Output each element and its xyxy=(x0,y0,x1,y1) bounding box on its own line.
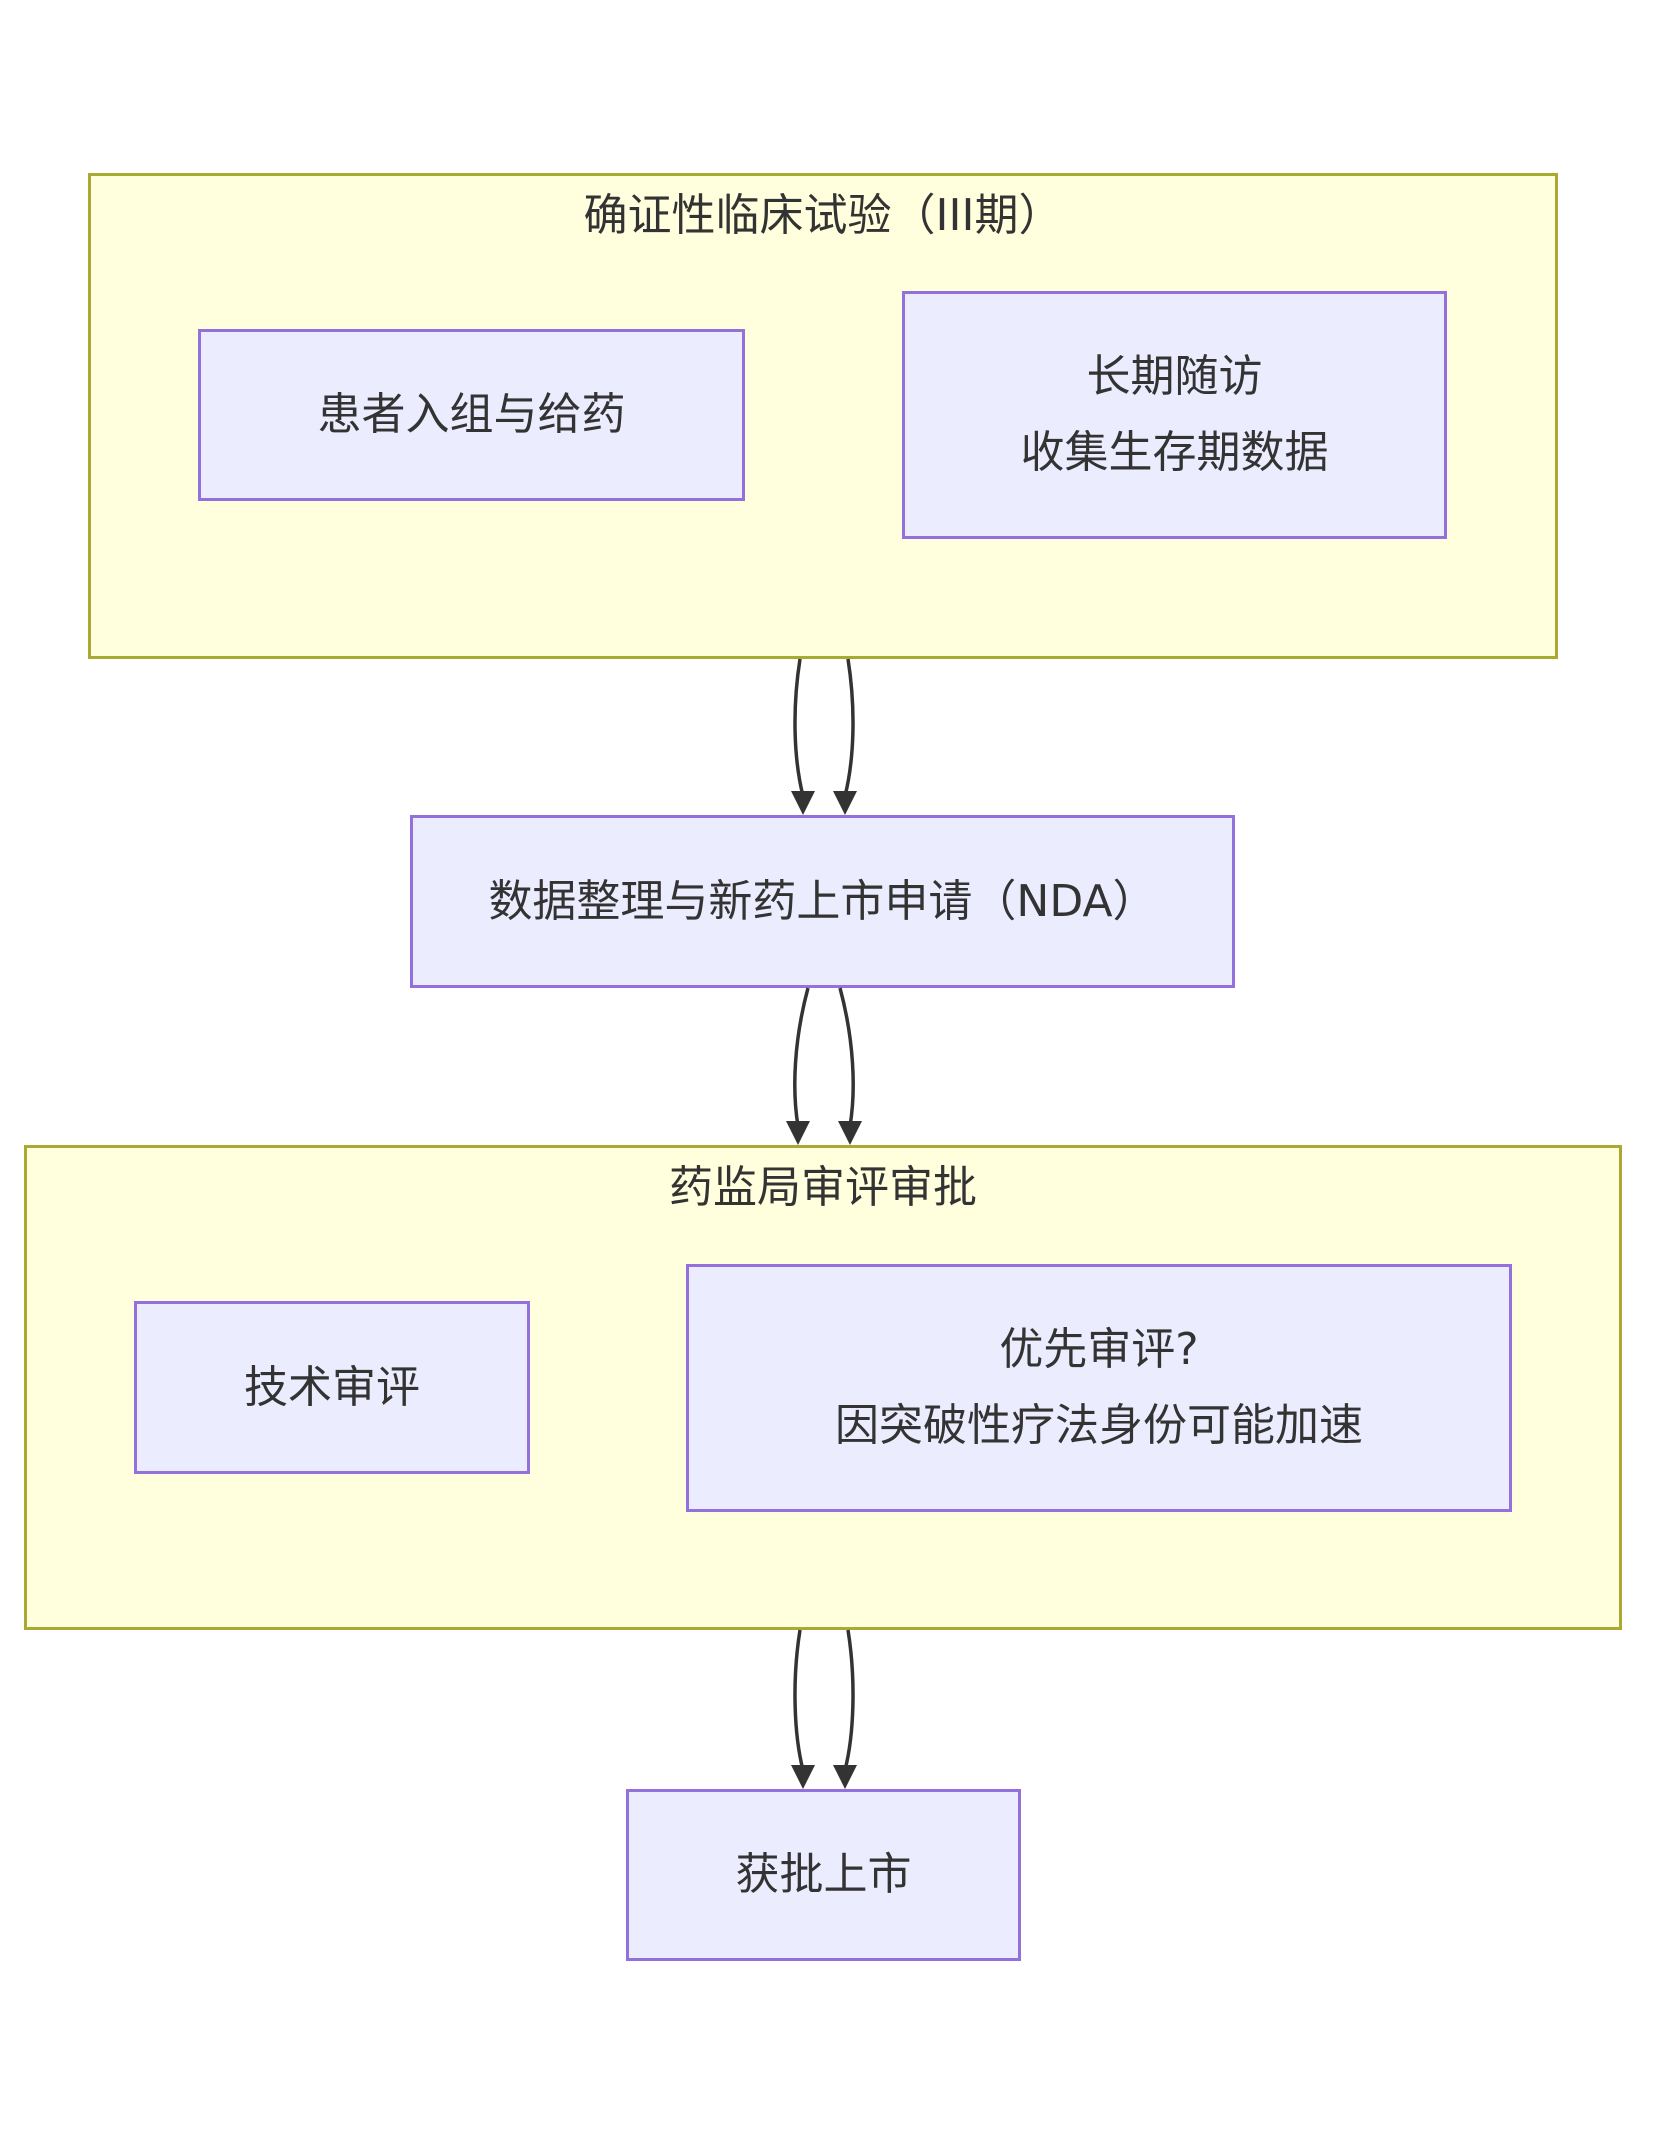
cluster-title: 药监局审评审批 xyxy=(669,1162,977,1213)
cluster-title: 确证性临床试验（III期） xyxy=(583,190,1063,241)
edge-phase3-to-nda xyxy=(793,658,805,797)
node-nda-submission: 数据整理与新药上市申请（NDA） xyxy=(410,815,1235,988)
node-priority-review: 优先审评? 因突破性疗法身份可能加速 xyxy=(686,1264,1512,1512)
node-long-term-followup: 长期随访 收集生存期数据 xyxy=(902,291,1447,539)
edge-review-to-approved xyxy=(843,1629,855,1771)
arrowhead-icon xyxy=(791,1765,815,1789)
node-enrollment-dosing: 患者入组与给药 xyxy=(198,329,745,501)
arrowhead-icon xyxy=(786,1121,810,1145)
arrowhead-icon xyxy=(833,1765,857,1789)
node-label: 优先审评? xyxy=(999,1324,1199,1375)
node-label: 获批上市 xyxy=(735,1849,912,1900)
node-label: 因突破性疗法身份可能加速 xyxy=(835,1400,1363,1451)
edge-phase3-to-nda xyxy=(843,658,855,797)
node-label: 数据整理与新药上市申请（NDA） xyxy=(488,875,1157,927)
arrowhead-icon xyxy=(838,1121,862,1145)
node-label: 患者入组与给药 xyxy=(317,389,626,440)
edge-review-to-approved xyxy=(793,1629,805,1771)
node-label: 技术审评 xyxy=(244,1361,420,1413)
edge-nda-to-review xyxy=(793,987,810,1127)
node-approved-for-market: 获批上市 xyxy=(626,1789,1021,1961)
arrowhead-icon xyxy=(833,791,857,815)
node-technical-review: 技术审评 xyxy=(134,1301,530,1474)
node-label: 收集生存期数据 xyxy=(1020,427,1329,478)
node-label: 长期随访 xyxy=(1086,351,1263,402)
edge-nda-to-review xyxy=(838,987,855,1127)
arrowhead-icon xyxy=(791,791,815,815)
